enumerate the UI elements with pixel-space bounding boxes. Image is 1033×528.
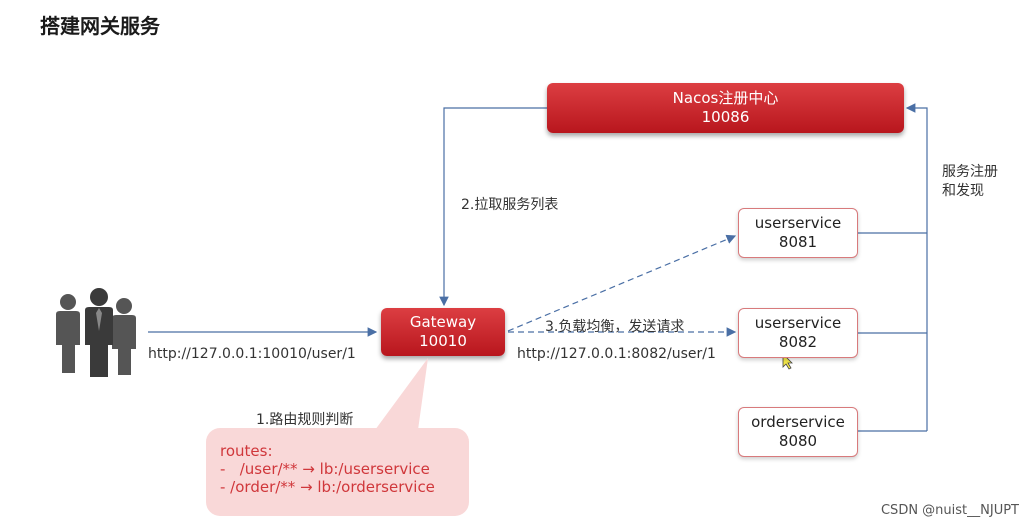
userservice-8082-box: userservice 8082 xyxy=(738,308,858,358)
register-label-line2: 和发现 xyxy=(942,183,984,199)
register-label-line1: 服务注册 xyxy=(942,164,998,180)
users-group-icon xyxy=(56,288,136,377)
register-arrow xyxy=(905,103,928,431)
routes-config-bubble: routes: - /user/** → lb:/userservice - /… xyxy=(206,428,469,516)
service-name: userservice xyxy=(754,214,842,232)
client-url-label: http://127.0.0.1:10010/user/1 xyxy=(148,346,356,362)
service-port: 8080 xyxy=(778,432,818,450)
route-line-order: - /order/** → lb:/orderservice xyxy=(220,478,435,496)
service-name: userservice xyxy=(754,314,842,332)
gateway-box: Gateway 10010 xyxy=(381,308,505,356)
page-title: 搭建网关服务 xyxy=(40,14,160,38)
service-url-label: http://127.0.0.1:8082/user/1 xyxy=(517,346,716,362)
nacos-name: Nacos注册中心 xyxy=(672,89,779,107)
route-line-user: - /user/** → lb:/userservice xyxy=(220,460,430,478)
load-balance-label: 3.负载均衡，发送请求 xyxy=(545,319,685,335)
orderservice-8080-box: orderservice 8080 xyxy=(738,407,858,457)
gateway-port: 10010 xyxy=(419,332,467,350)
route-judge-label: 1.路由规则判断 xyxy=(256,412,354,428)
service-port: 8081 xyxy=(778,233,818,251)
service-name: orderservice xyxy=(751,413,845,431)
pull-list-arrow xyxy=(439,107,547,307)
service-port: 8082 xyxy=(778,333,818,351)
nacos-registry-box: Nacos注册中心 10086 xyxy=(547,83,904,133)
routes-header: routes: xyxy=(220,442,273,460)
userservice-8081-box: userservice 8081 xyxy=(738,208,858,258)
nacos-port: 10086 xyxy=(701,108,750,126)
gateway-to-8081-arrow xyxy=(507,234,737,332)
watermark: CSDN @nuist__NJUPT xyxy=(880,503,1019,518)
gateway-name: Gateway xyxy=(409,313,477,331)
pull-list-label: 2.拉取服务列表 xyxy=(461,197,559,213)
